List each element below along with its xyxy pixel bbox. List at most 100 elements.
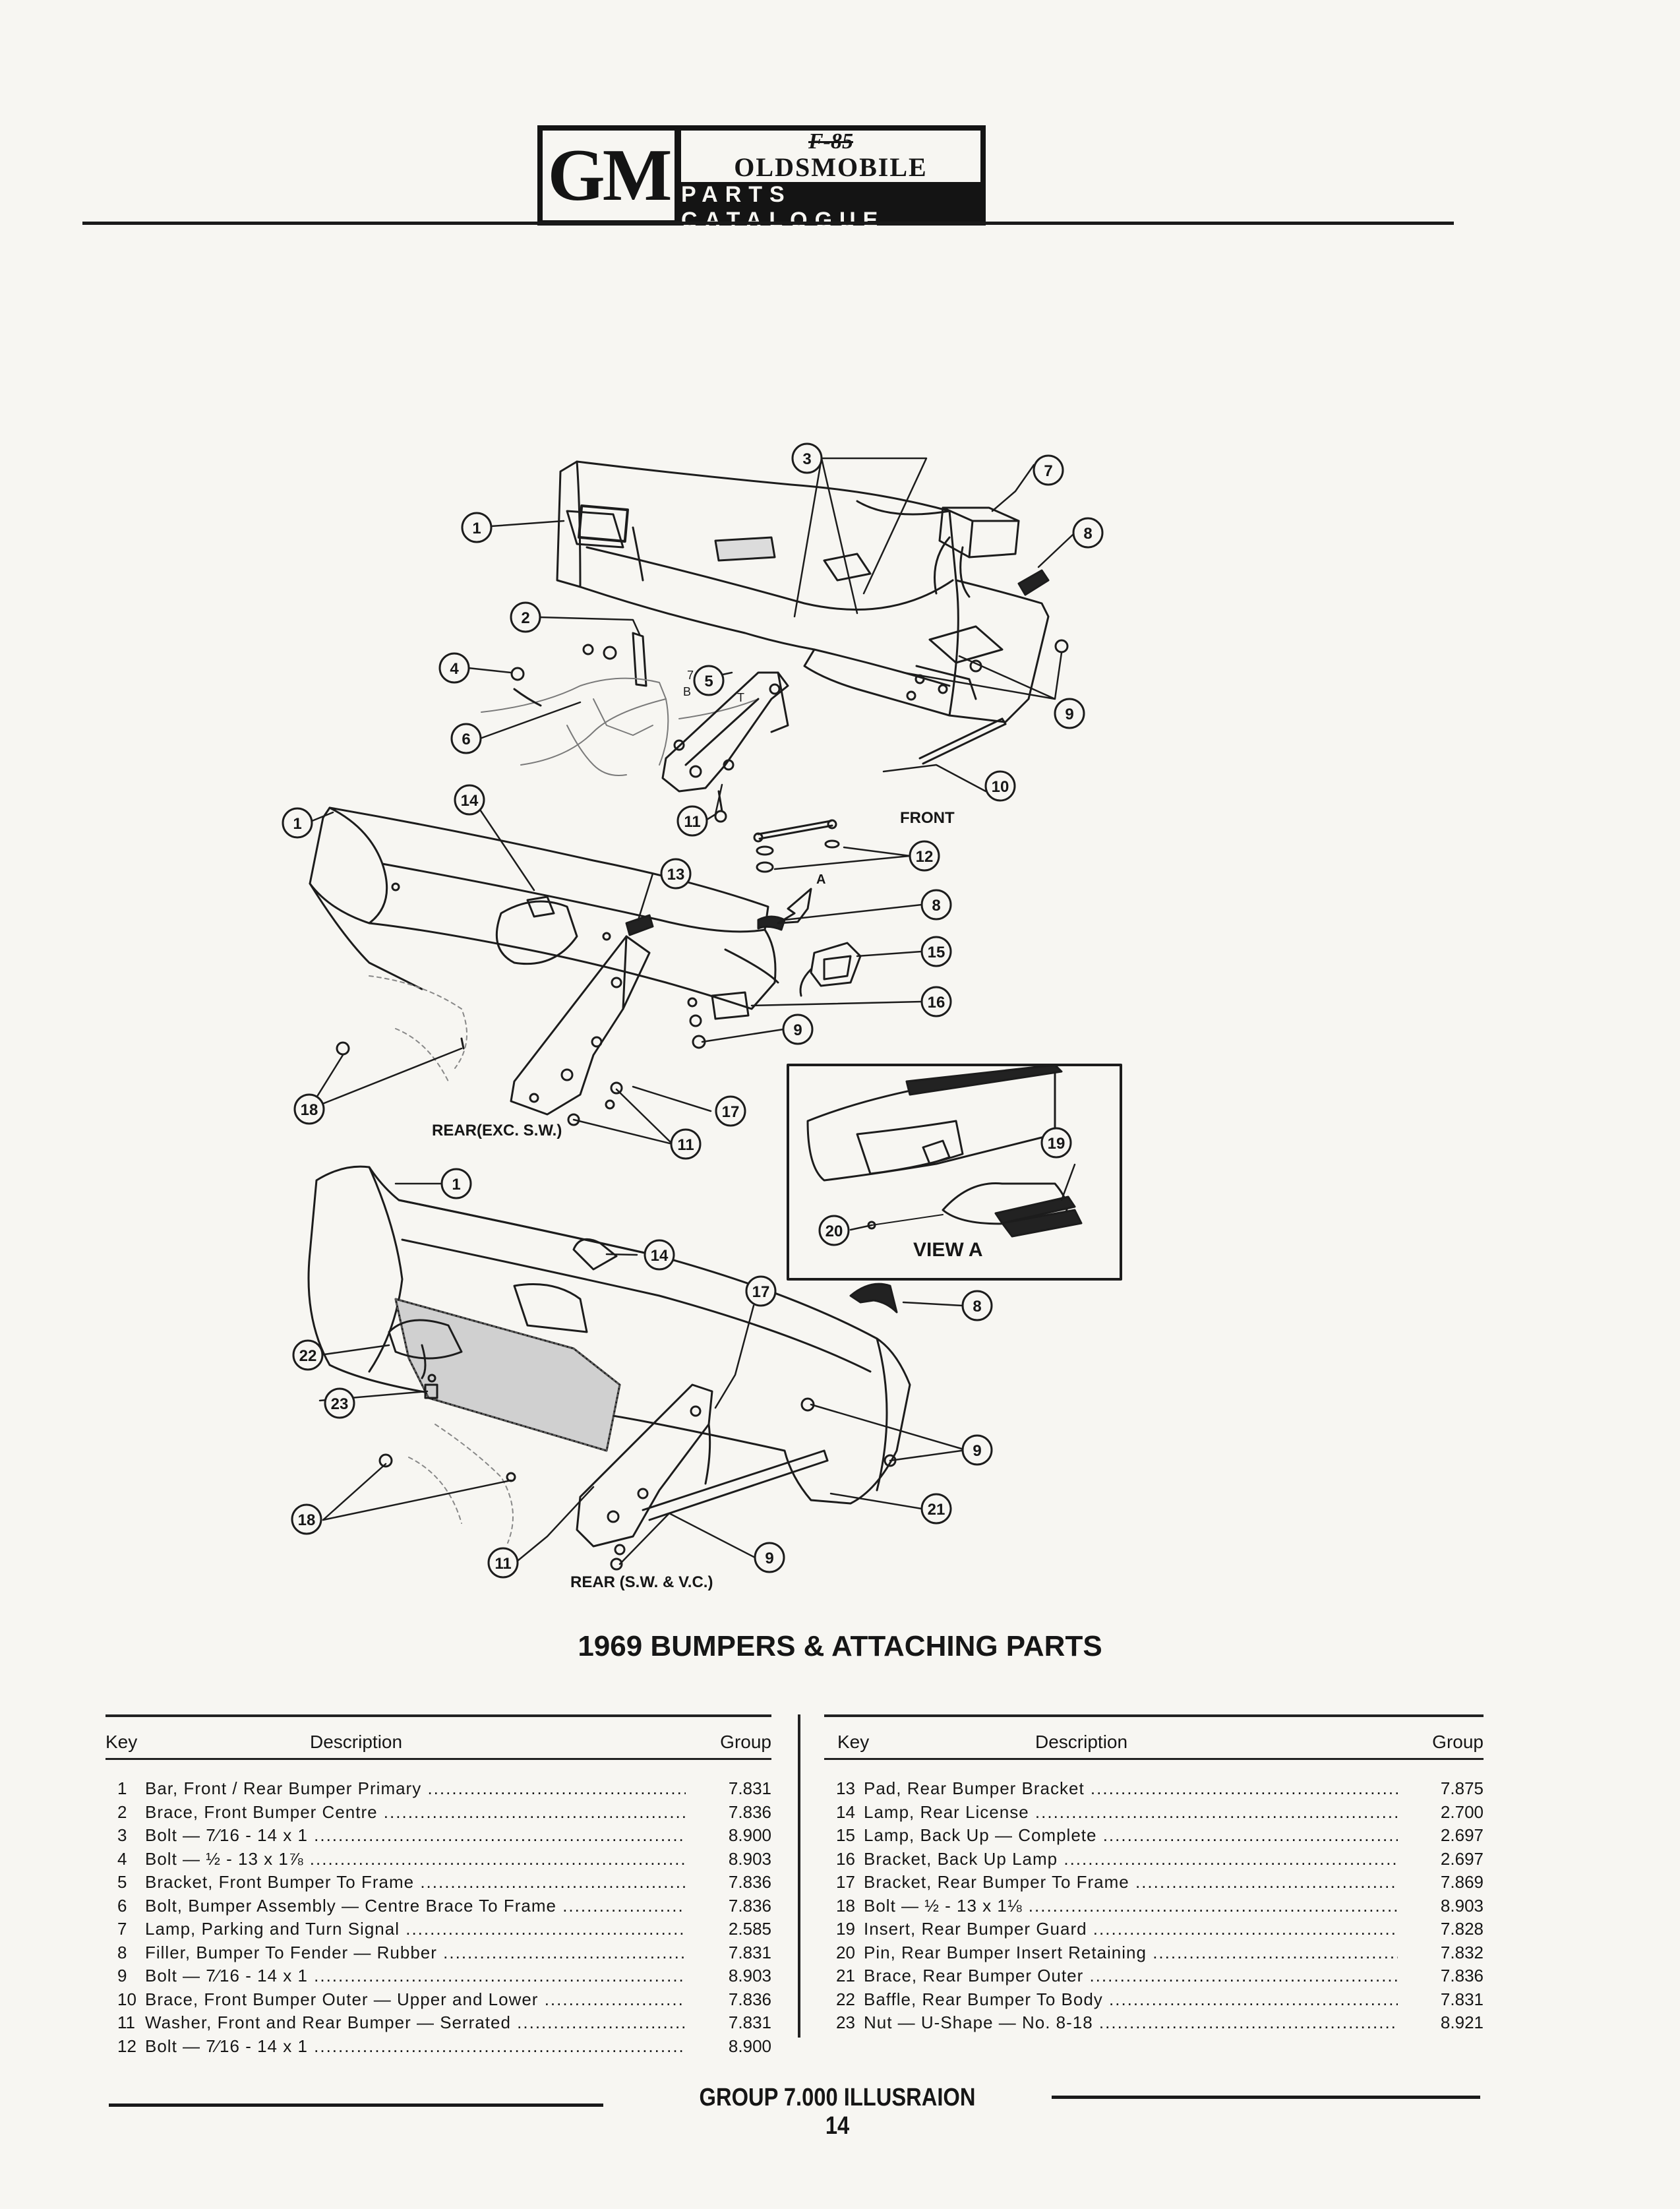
part-key: 13 — [836, 1778, 855, 1798]
part-key: 9 — [117, 1966, 127, 1985]
part-description: Bolt — ½ - 13 x 1⅛ — [864, 1896, 1398, 1916]
callout-number: 11 — [684, 813, 700, 831]
part-group: 2.697 — [1440, 1825, 1484, 1845]
front-label: FRONT — [900, 809, 955, 827]
part-description: Baffle, Rear Bumper To Body — [864, 1989, 1398, 2010]
part-key: 15 — [836, 1825, 855, 1845]
part-description: Bolt — 7⁄16 - 14 x 1 — [145, 1966, 686, 1986]
part-group: 7.828 — [1440, 1919, 1484, 1939]
brand-top: F-85 OLDSMOBILE — [681, 131, 980, 182]
part-group: 7.836 — [728, 1989, 771, 2009]
part-group: 8.903 — [728, 1966, 771, 1985]
col-group-header: Group — [1432, 1732, 1484, 1752]
front-bumper-to-frame-bracket — [661, 671, 789, 823]
part-description: Lamp, Parking and Turn Signal — [145, 1919, 686, 1939]
part-description: Brace, Front Bumper Outer — Upper and Lo… — [145, 1989, 686, 2010]
part-key: 11 — [117, 2012, 135, 2032]
part-group: 8.903 — [1440, 1895, 1484, 1916]
table-row: 4 Bolt — ½ - 13 x 1⅞ 8.903 — [105, 1849, 771, 1873]
view-a-frame — [787, 1064, 1122, 1281]
table-top-rule — [105, 1714, 771, 1717]
callout-number: 11 — [495, 1555, 511, 1573]
part-key: 4 — [117, 1848, 127, 1869]
callout-number: 6 — [462, 731, 470, 748]
part-description: Bracket, Rear Bumper To Frame — [864, 1872, 1398, 1892]
parking-lamp-drawing — [934, 506, 1020, 598]
gm-parts-catalogue-logo: GM F-85 OLDSMOBILE PARTS CATALOGUE — [537, 125, 986, 233]
callout-circles — [282, 442, 1104, 1579]
part-key: 2 — [117, 1801, 127, 1822]
part-key: 10 — [117, 1989, 136, 2009]
part-key: 23 — [836, 2012, 855, 2032]
part-description: Bolt — 7⁄16 - 14 x 1 — [145, 1825, 686, 1846]
rear-bumper-sw-drawing — [307, 1165, 911, 1571]
page-title: 1969 BUMPERS & ATTACHING PARTS — [578, 1630, 1102, 1662]
part-description: Bolt — 7⁄16 - 14 x 1 — [145, 2036, 686, 2057]
part-key: 7 — [117, 1919, 127, 1939]
callout-number: 18 — [298, 1511, 316, 1529]
part-description: Lamp, Rear License — [864, 1802, 1398, 1823]
part-description: Nut — U-Shape — No. 8-18 — [864, 2012, 1398, 2033]
part-description: Bolt — ½ - 13 x 1⅞ — [145, 1849, 686, 1869]
table-header: Key Description Group — [105, 1717, 771, 1758]
part-group: 8.903 — [728, 1848, 771, 1869]
part-description: Insert, Rear Bumper Guard — [864, 1919, 1398, 1939]
make-name: OLDSMOBILE — [734, 152, 928, 182]
callout-number: 5 — [704, 673, 713, 690]
part-description: Bar, Front / Rear Bumper Primary — [145, 1778, 686, 1799]
front-outer-braces — [753, 717, 1007, 873]
part-description: Bracket, Back Up Lamp — [864, 1849, 1398, 1869]
table-header: Key Description Group — [824, 1717, 1484, 1758]
part-group: 7.875 — [1440, 1778, 1484, 1798]
part-group: 7.831 — [728, 2012, 771, 2032]
callout-number: 17 — [722, 1103, 740, 1121]
callout-number: 9 — [793, 1021, 802, 1039]
part-description: Brace, Front Bumper Centre — [145, 1802, 686, 1823]
filler-lower — [849, 1283, 898, 1314]
rear-bumper-to-frame-bracket — [510, 935, 651, 1126]
callout-number: 9 — [1065, 706, 1073, 723]
part-group: 7.869 — [1440, 1872, 1484, 1892]
table-header-rule — [105, 1758, 771, 1760]
callout-number: 8 — [973, 1298, 981, 1316]
callout-number: 19 — [1048, 1135, 1065, 1153]
front-center-brace — [582, 632, 647, 687]
callout-number: 8 — [932, 897, 940, 915]
front-bumper-drawing — [556, 460, 1050, 723]
part-description: Bracket, Front Bumper To Frame — [145, 1872, 686, 1892]
callout-number: 23 — [331, 1395, 349, 1413]
part-group: 7.831 — [728, 1942, 771, 1962]
part-group: 8.900 — [728, 2036, 771, 2056]
part-group: 2.700 — [1440, 1801, 1484, 1822]
part-group: 8.921 — [1440, 2012, 1484, 2032]
callout-number: 20 — [825, 1223, 843, 1240]
part-key: 5 — [117, 1872, 127, 1892]
callout-number: 9 — [973, 1442, 981, 1460]
table-row: 23 Nut — U-Shape — No. 8-18 8.921 — [824, 2012, 1484, 2036]
leader-lines — [308, 457, 1076, 1565]
frame-rail-sketch — [481, 677, 759, 776]
callout-number: 11 — [677, 1136, 694, 1154]
bracket-pad — [625, 914, 654, 936]
col-key-header: Key — [105, 1732, 138, 1752]
view-a-label: VIEW A — [913, 1239, 983, 1261]
callout-number: 13 — [667, 866, 685, 884]
callout-number: 18 — [301, 1101, 318, 1119]
brand-block: F-85 OLDSMOBILE PARTS CATALOGUE — [681, 131, 980, 233]
part-group: 7.831 — [1440, 1989, 1484, 2009]
callout-number: 4 — [450, 660, 459, 678]
